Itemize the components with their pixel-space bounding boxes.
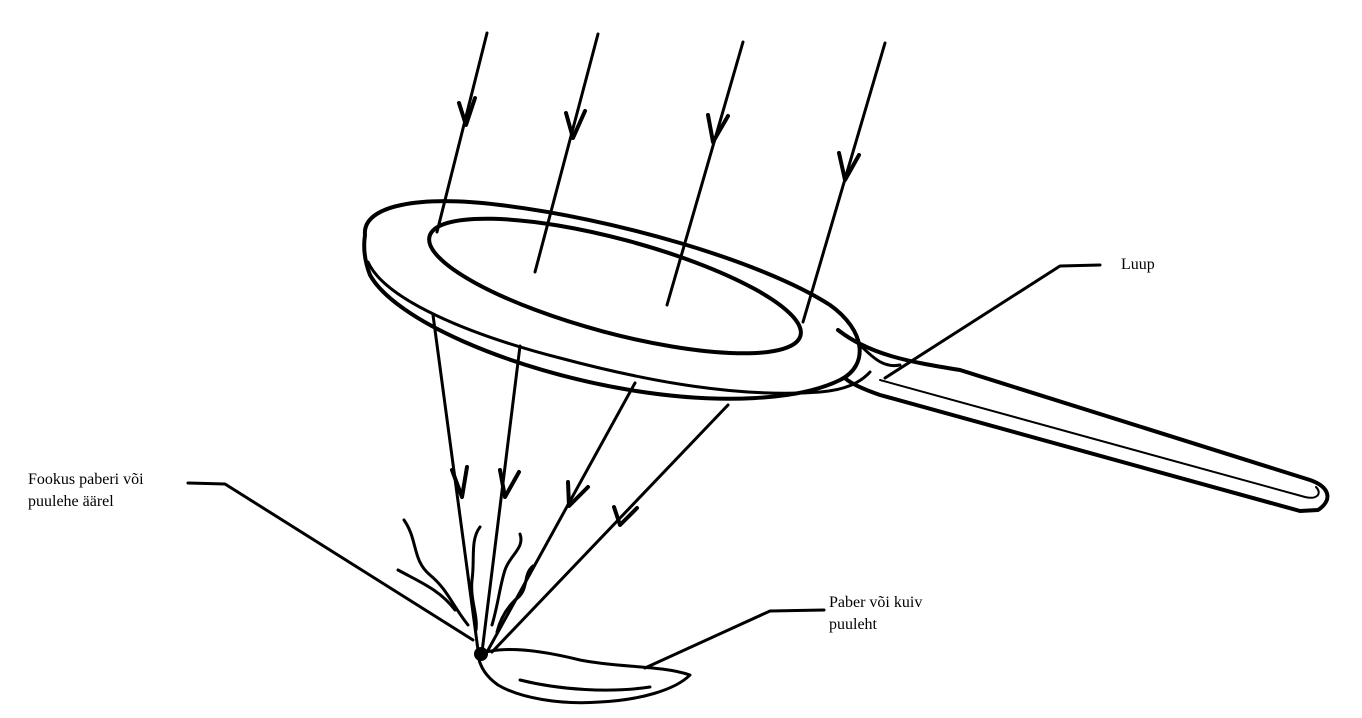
- focus-leader-line: [186, 481, 475, 642]
- paper-label-line-2: puuleht: [829, 616, 877, 633]
- converging-ray-3: [485, 381, 637, 654]
- converging-ray-4-arrow: [612, 505, 639, 527]
- incoming-ray-3-arrow: [706, 113, 730, 144]
- magnifier-label-text: Luup: [1121, 256, 1155, 273]
- incoming-ray-1: [435, 31, 489, 234]
- lens-frame-edge: [366, 260, 872, 395]
- converging-ray-2-arrow: [498, 468, 521, 499]
- smoke-wisp-1: [402, 518, 470, 627]
- smoke-wisp-4: [490, 532, 523, 627]
- magnifying-glass: [362, 199, 1330, 513]
- smoke-wisp-2: [396, 568, 457, 612]
- incoming-ray-4-arrow: [837, 151, 861, 182]
- handle: [836, 328, 1330, 513]
- converging-ray-2: [480, 344, 522, 654]
- magnifier-leader-line: [883, 263, 1102, 380]
- converging-ray-3-arrow: [566, 480, 590, 508]
- incoming-ray-4: [801, 41, 887, 324]
- smoke-wisp-3: [470, 525, 482, 632]
- focus-point: [474, 647, 488, 661]
- paper-leader-line: [643, 608, 826, 670]
- smoke-wisp-5: [495, 564, 535, 634]
- incoming-ray-1-arrow: [457, 96, 477, 127]
- paper-label: Paber või kuiv puuleht: [829, 592, 922, 636]
- incoming-light-rays: [435, 31, 887, 324]
- converging-ray-1-arrow: [450, 465, 469, 499]
- incoming-ray-2: [533, 32, 600, 274]
- magnifier-label: Luup: [1121, 254, 1155, 276]
- paper-label-line-1: Paber või kuiv: [829, 594, 923, 611]
- smoke-wisps: [396, 518, 535, 634]
- converging-light-rays: [431, 313, 730, 654]
- handle-inner-edge: [879, 379, 1320, 499]
- focus-label-line-1: Fookus paberi või: [28, 471, 144, 488]
- lens-glass: [427, 216, 803, 356]
- paper-leaf: [476, 648, 692, 705]
- converging-ray-4: [490, 403, 730, 654]
- incoming-ray-2-arrow: [564, 109, 587, 140]
- incoming-ray-3: [665, 40, 745, 307]
- leaf-midline: [518, 678, 652, 692]
- focus-label: Fookus paberi või puulehe äärel: [28, 469, 144, 513]
- leaf-outline: [476, 648, 692, 705]
- handle-joint: [858, 343, 902, 368]
- focus-label-line-2: puulehe äärel: [28, 493, 114, 510]
